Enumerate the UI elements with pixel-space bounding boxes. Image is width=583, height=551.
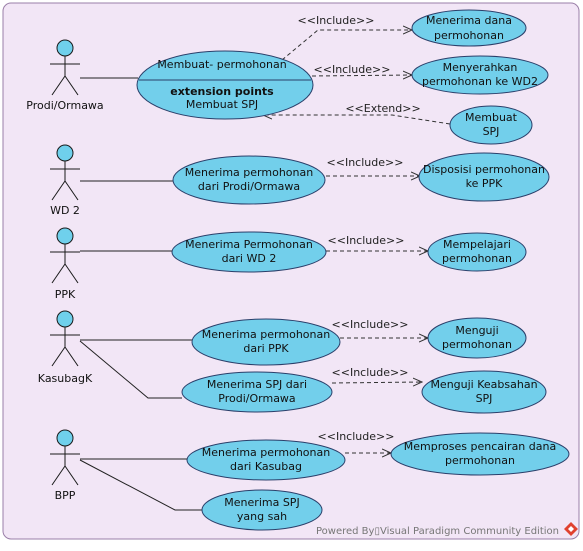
usecase-mempelajari[interactable] — [427, 232, 527, 272]
actor-labels: Prodi/Ormawa WD 2 PPK KasubagK BPP — [26, 99, 103, 502]
actor-prodi-ormawa[interactable] — [50, 39, 80, 96]
use-case-shapes — [136, 9, 570, 531]
use-case-labels: Membuat- permohonan extension points Mem… — [157, 14, 556, 523]
usecase-text: Mempelajari — [443, 238, 511, 251]
usecase-text: dari WD 2 — [222, 252, 277, 265]
usecase-text: Menguji Keabsahan — [430, 378, 537, 391]
usecase-membuat-spj[interactable] — [449, 105, 533, 145]
usecase-text: permohonan — [442, 252, 512, 265]
usecase-text: Membuat — [465, 111, 518, 124]
actor-bpp[interactable] — [50, 429, 80, 486]
include-label-1: <<Include>> — [298, 14, 375, 27]
association-lines — [79, 77, 202, 511]
usecase-text: Menerima Permohonan — [185, 238, 313, 251]
usecase-text: permohonan — [445, 454, 515, 467]
extend-label: <<Extend>> — [345, 102, 420, 115]
include-label-6: <<Include>> — [332, 366, 409, 379]
usecase-text: SPJ — [483, 125, 500, 138]
usecase-text: Memproses pencairan dana — [404, 440, 556, 453]
usecase-ppk-menerima[interactable] — [171, 231, 327, 273]
assoc-kasubag-spj — [79, 340, 182, 399]
usecase-text: yang sah — [237, 510, 287, 523]
usecase-text: SPJ — [476, 392, 493, 405]
actor-kasubag[interactable] — [50, 310, 80, 367]
dependency-lines — [263, 30, 451, 453]
usecase-text: permohonan — [434, 29, 504, 42]
include-label-3: <<Include>> — [327, 156, 404, 169]
usecase-menguji-keabsahan[interactable] — [421, 370, 547, 414]
usecase-text: Prodi/Ormawa — [218, 392, 295, 405]
usecase-membuat-permohonan[interactable] — [136, 50, 314, 120]
extend-arrow-membuat-spj — [263, 115, 451, 125]
include-label-4: <<Include>> — [328, 234, 405, 247]
usecase-text: permohonan — [442, 338, 512, 351]
usecase-kasubag-spj[interactable] — [181, 371, 333, 413]
usecase-text: ke PPK — [466, 177, 504, 190]
usecase-text: dari PPK — [243, 342, 289, 355]
usecase-text: permohonan ke WD2 — [422, 75, 538, 88]
actor-ppk[interactable] — [50, 227, 80, 284]
usecase-text: Menerima dana — [426, 14, 512, 27]
usecase-text: Menguji — [455, 324, 498, 337]
assoc-bpp-spj — [79, 459, 202, 511]
usecase-menerima-dana[interactable] — [411, 9, 527, 47]
actor-label-bpp: BPP — [55, 489, 76, 502]
include-arrow-menyerahkan — [311, 75, 412, 76]
usecase-menguji[interactable] — [427, 317, 527, 359]
usecase-text: dari Kasubag — [230, 460, 302, 473]
usecase-text: Menerima permohonan — [202, 446, 330, 459]
usecase-label-membuat-permohonan: Membuat- permohonan — [157, 58, 286, 71]
watermark-text: Powered By▯Visual Paradigm Community Edi… — [316, 526, 559, 537]
actor-label-prodi: Prodi/Ormawa — [26, 99, 103, 112]
usecase-text: Menyerahkan — [443, 61, 518, 74]
include-label-5: <<Include>> — [332, 318, 409, 331]
usecase-text: dari Prodi/Ormawa — [198, 180, 300, 193]
stereotype-labels: <<Include>> <<Include>> <<Extend>> <<Inc… — [298, 14, 421, 443]
usecase-text: Disposisi permohonan — [423, 163, 545, 176]
include-label-2: <<Include>> — [314, 63, 391, 76]
actor-label-wd2: WD 2 — [50, 204, 80, 217]
usecase-bpp-menerima[interactable] — [186, 439, 346, 481]
actors — [50, 39, 80, 486]
include-arrow-menerima-dana — [281, 30, 412, 61]
usecase-text: Menerima SPJ — [224, 496, 299, 509]
usecase-wd2-menerima[interactable] — [172, 155, 326, 205]
extension-points-title: extension points — [170, 85, 274, 98]
usecase-text: Menerima permohonan — [185, 166, 313, 179]
usecase-memproses[interactable] — [390, 432, 570, 476]
usecase-bpp-spj[interactable] — [201, 489, 323, 531]
usecase-kasubag-menerima[interactable] — [191, 318, 341, 366]
usecase-text: Menerima SPJ dari — [207, 378, 307, 391]
usecase-disposisi[interactable] — [418, 152, 550, 202]
visual-paradigm-logo-icon — [564, 522, 578, 536]
extension-point-membuat-spj: Membuat SPJ — [186, 98, 258, 111]
actor-label-ppk: PPK — [55, 288, 76, 301]
usecase-menyerahkan[interactable] — [411, 55, 549, 95]
usecase-text: Menerima permohonan — [202, 328, 330, 341]
actor-label-kasubag: KasubagK — [38, 372, 93, 385]
include-label-7: <<Include>> — [318, 430, 395, 443]
actor-wd2[interactable] — [50, 144, 80, 201]
include-arrow-menguji-keabsahan — [331, 382, 422, 383]
